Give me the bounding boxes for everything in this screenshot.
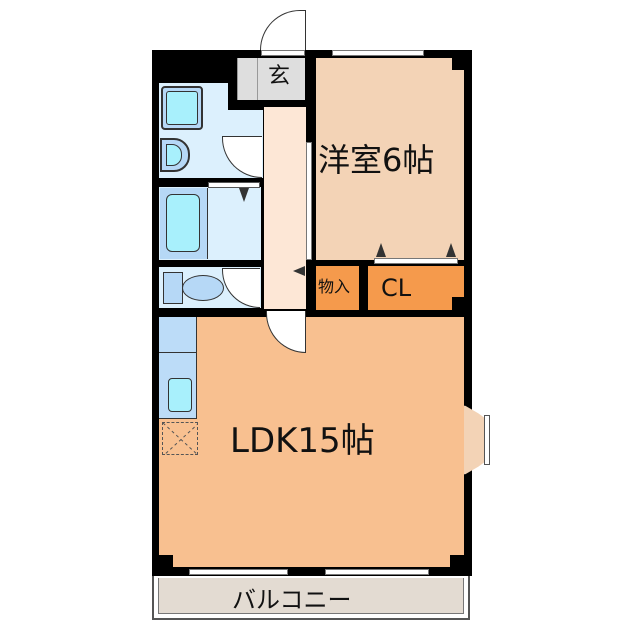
balcony-label: バルコニー	[232, 586, 352, 614]
closet	[368, 266, 464, 310]
entrance-label: 玄	[268, 64, 291, 89]
window-balcony-left[interactable]	[189, 569, 288, 575]
storage	[316, 266, 359, 310]
western-room-label: 洋室6帖	[318, 141, 435, 179]
balcony	[158, 578, 464, 614]
ldk	[159, 317, 464, 567]
toilet-tank-icon	[163, 272, 183, 304]
door-arrow-icon	[239, 188, 249, 202]
western-room	[316, 58, 464, 260]
hallway-door-arrow-icon	[293, 266, 305, 276]
toilet-bowl-icon	[182, 275, 224, 301]
bathroom-door[interactable]	[208, 182, 260, 188]
washbasin-icon	[161, 86, 203, 130]
sliding-door-hallway[interactable]	[306, 142, 312, 260]
closet-label: CL	[381, 274, 412, 302]
entrance-door[interactable]	[260, 10, 306, 50]
door-arrow-icon	[376, 243, 386, 257]
sink-icon	[168, 378, 192, 412]
fridge-space-icon	[162, 422, 198, 455]
window-top[interactable]	[332, 50, 424, 56]
entrance	[237, 58, 305, 100]
storage-label: 物入	[318, 277, 351, 296]
washing-machine-icon	[160, 138, 190, 172]
ldk-label: LDK15帖	[230, 421, 375, 461]
door-arrow-icon	[446, 243, 456, 257]
closet-sliding-door[interactable]	[374, 258, 458, 264]
bathtub-icon	[160, 188, 208, 259]
window-balcony-right[interactable]	[325, 569, 429, 575]
hallway	[264, 107, 306, 309]
